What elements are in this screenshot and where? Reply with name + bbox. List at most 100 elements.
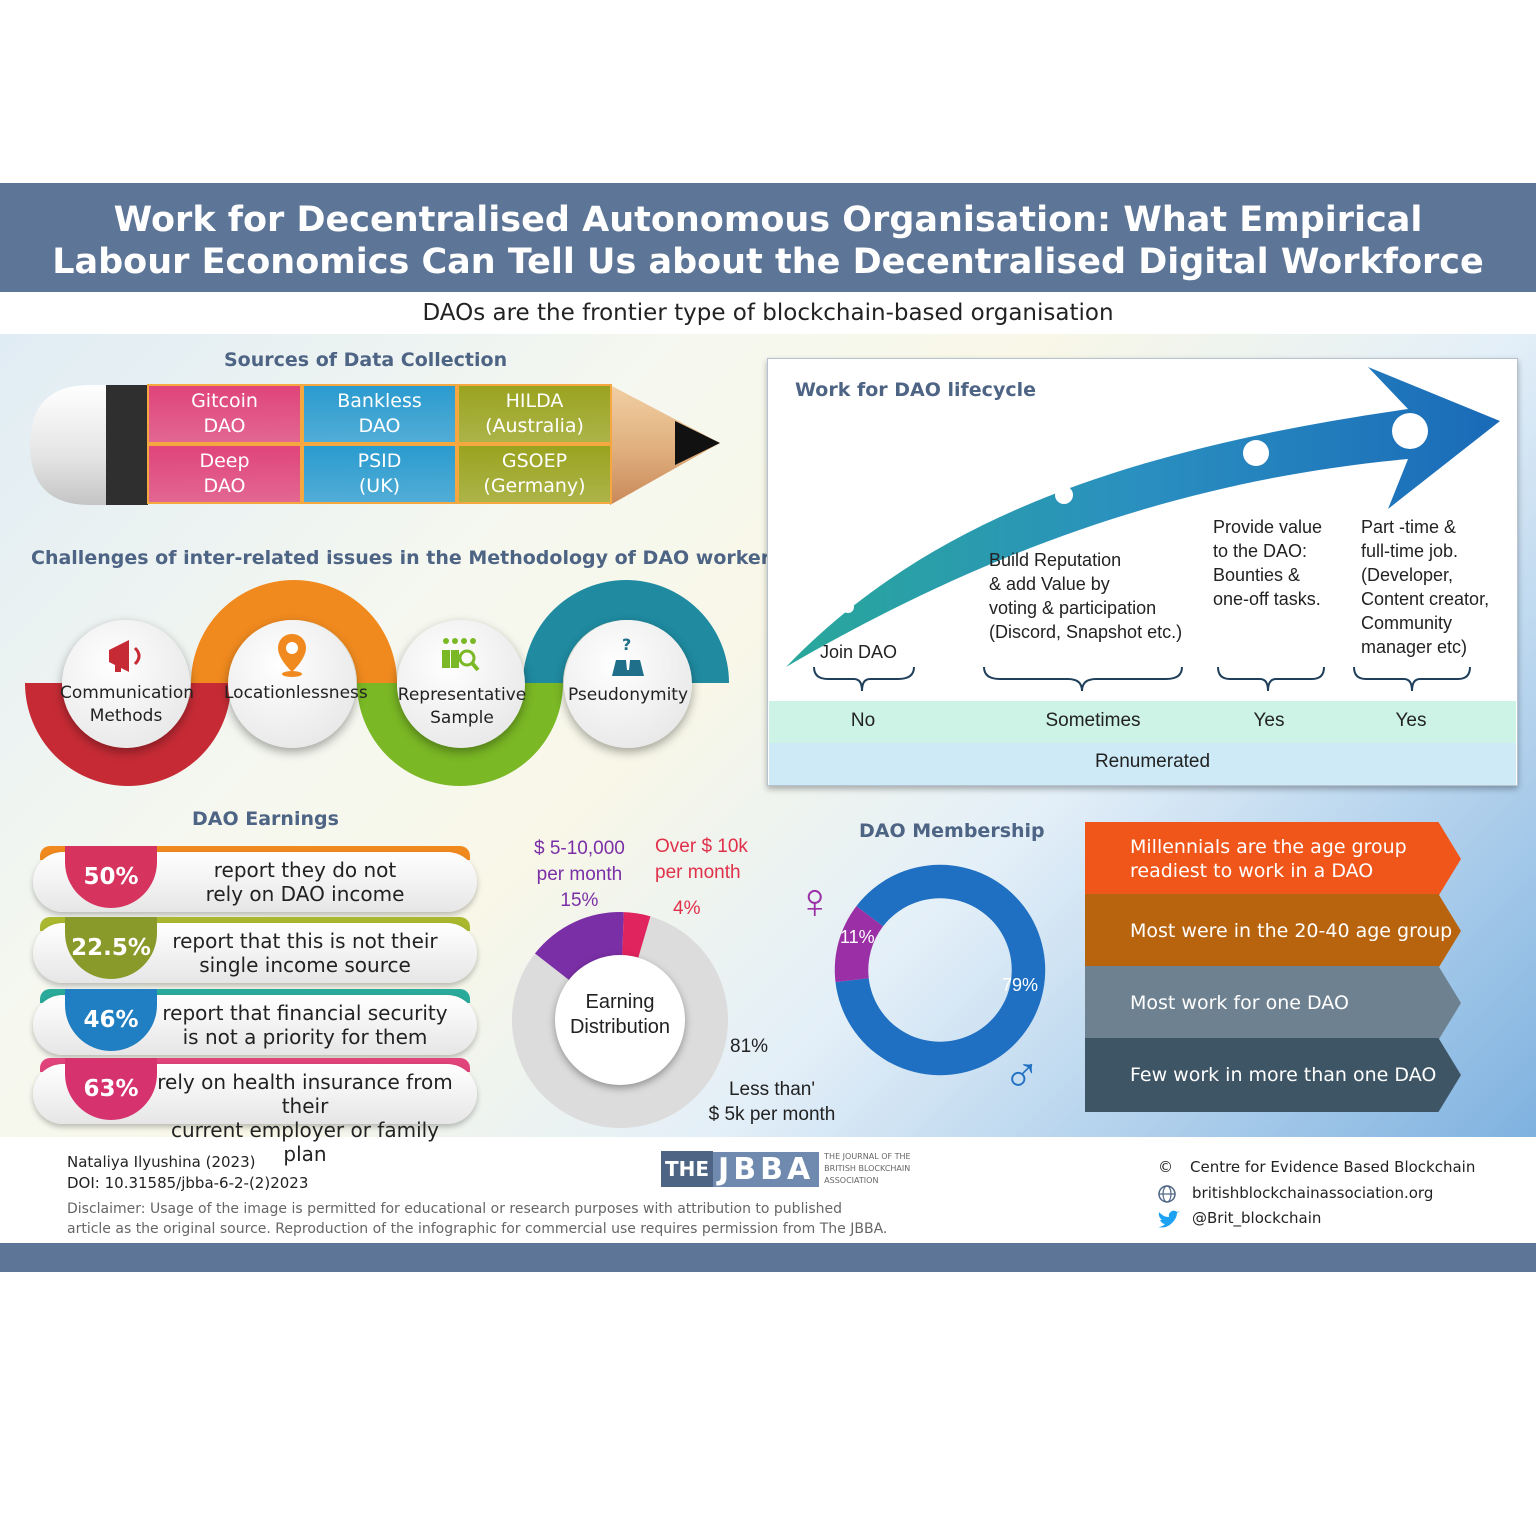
challenge-label-communication: Communication Methods bbox=[60, 683, 194, 726]
earning-text-line: report they do not bbox=[213, 858, 397, 882]
source-cell-text: HILDA (Australia) bbox=[485, 389, 584, 439]
challenge-circle-communication bbox=[62, 620, 190, 748]
source-cell-line: Bankless bbox=[337, 390, 422, 412]
female-slice bbox=[834, 906, 884, 983]
logo-jbba: JBBA bbox=[713, 1151, 820, 1187]
earning-text-line: rely on health insurance from their bbox=[157, 1070, 453, 1118]
stage-braces-icon bbox=[813, 666, 1471, 692]
female-pct-label: 11% bbox=[840, 927, 875, 947]
people-group-icon bbox=[440, 636, 480, 681]
stage-text-reputation: Build Reputation & add Value by voting &… bbox=[989, 550, 1183, 642]
membership-fact: Most work for one DAO bbox=[1085, 966, 1461, 1040]
paid-sometimes: Sometimes bbox=[1045, 710, 1141, 731]
source-cell: PSID (UK) bbox=[302, 444, 457, 504]
male-slice bbox=[835, 864, 1046, 1076]
globe-icon bbox=[1157, 1184, 1177, 1209]
challenge-label-pseudonymity: Pseudonymity bbox=[567, 685, 689, 705]
earning-text-line: current employer or family plan bbox=[170, 1118, 440, 1166]
challenge-label-sample: Representative Sample bbox=[397, 685, 527, 728]
subtitle: DAOs are the frontier type of blockchain… bbox=[422, 300, 1114, 326]
stage-text-join: Join DAO bbox=[820, 642, 898, 662]
header-bar bbox=[0, 183, 1536, 292]
earning-center-disc bbox=[555, 955, 685, 1085]
female-symbol-icon: ♀ bbox=[796, 873, 834, 929]
source-cell-text: PSID (UK) bbox=[358, 449, 402, 499]
earning-slice-2 bbox=[512, 916, 728, 1128]
earning-slice-0 bbox=[534, 912, 624, 984]
ribbon-arcs-icon bbox=[25, 580, 729, 786]
megaphone-icon bbox=[105, 636, 149, 681]
footer-bar bbox=[0, 1243, 1536, 1272]
paid-no: No bbox=[850, 710, 876, 731]
membership-fact: Most were in the 20-40 age group bbox=[1085, 894, 1461, 968]
renumerated-label: Renumerated bbox=[1094, 751, 1211, 772]
source-cell: GSOEP (Germany) bbox=[457, 444, 612, 504]
source-cell-line: Gitcoin bbox=[191, 390, 258, 412]
earning-distribution-donut bbox=[512, 912, 728, 1128]
membership-fact: Few work in more than one DAO bbox=[1085, 1038, 1461, 1112]
sources-title: Sources of Data Collection bbox=[224, 349, 508, 371]
title-line-2: Labour Economics Can Tell Us about the D… bbox=[52, 242, 1484, 282]
challenges-title: Challenges of inter-related issues in th… bbox=[31, 547, 869, 569]
svg-text:?: ? bbox=[622, 636, 631, 654]
source-cell-line: DAO bbox=[203, 475, 246, 497]
earning-text-line: is not a priority for them bbox=[182, 1025, 428, 1049]
source-cell-line: GSOEP bbox=[501, 450, 568, 472]
source-cell-line: PSID bbox=[357, 450, 402, 472]
membership-donut bbox=[834, 864, 1046, 1076]
title-line-1: Work for Decentralised Autonomous Organi… bbox=[113, 200, 1423, 240]
location-pin-icon bbox=[275, 632, 309, 683]
source-cell-text: GSOEP (Germany) bbox=[483, 449, 585, 499]
slice-value-under-5k: 81% bbox=[730, 1036, 769, 1057]
copyright-text: Centre for Evidence Based Blockchain bbox=[1190, 1158, 1476, 1176]
lifecycle-card: Work for DAO lifecycle Join DAO Build Re… bbox=[767, 358, 1518, 786]
earning-text-line: report that this is not their bbox=[172, 929, 438, 953]
earning-text-line: report that financial security bbox=[162, 1001, 448, 1025]
slice-value-over-10k: 4% bbox=[673, 898, 701, 919]
subtitle-bar bbox=[0, 292, 1536, 335]
author: Nataliya Ilyushina (2023) bbox=[67, 1153, 256, 1171]
source-cell-line: (Germany) bbox=[483, 475, 586, 497]
earning-slice-1 bbox=[622, 912, 651, 963]
renumerated-row bbox=[769, 743, 1516, 785]
twitter-handle[interactable]: @Brit_blockchain bbox=[1192, 1209, 1322, 1227]
source-cell-line: DAO bbox=[358, 415, 401, 437]
website-link[interactable]: britishblockchainassociation.org bbox=[1192, 1184, 1434, 1202]
stage-text-value: Provide value to the DAO: Bounties & one… bbox=[1213, 517, 1323, 609]
paid-yes-2: Yes bbox=[1395, 710, 1427, 731]
earning-text-line: single income source bbox=[199, 953, 411, 977]
lifecycle-title: Work for DAO lifecycle bbox=[795, 379, 1036, 401]
challenges-ribbon bbox=[20, 578, 740, 788]
pencil-body-icon bbox=[30, 385, 720, 505]
source-cell-line: (UK) bbox=[358, 475, 401, 497]
challenge-circle-sample bbox=[397, 620, 525, 748]
slice-label-under-5k: Less than' $ 5k per month bbox=[708, 1079, 836, 1125]
source-cell: HILDA (Australia) bbox=[457, 384, 612, 444]
slice-label-over-10k: Over $ 10k per month bbox=[655, 836, 748, 883]
logo-tagline: THE JOURNAL OF THE BRITISH BLOCKCHAIN AS… bbox=[824, 1152, 911, 1185]
stage-text-job: Part -time & full-time job. (Developer, … bbox=[1361, 517, 1490, 657]
source-cell-line: DAO bbox=[203, 415, 246, 437]
copyright-icon: © bbox=[1158, 1158, 1173, 1176]
pencil-graphic bbox=[30, 385, 730, 505]
logo-the: THE bbox=[661, 1151, 714, 1187]
source-cell-line: Deep bbox=[199, 450, 250, 472]
challenge-label-location: Locationlessness bbox=[224, 683, 368, 703]
lifecycle-arrow-icon bbox=[786, 367, 1500, 667]
source-cell-line: HILDA bbox=[505, 390, 564, 412]
source-cell-line: (Australia) bbox=[485, 415, 584, 437]
membership-title: DAO Membership bbox=[859, 820, 1045, 842]
jbba-logo: THE JBBA THE JOURNAL OF THE BRITISH BLOC… bbox=[661, 1150, 911, 1188]
slice-label-5-10k: $ 5-10,000 per month 15% bbox=[534, 838, 625, 911]
earnings-title: DAO Earnings bbox=[192, 808, 339, 830]
